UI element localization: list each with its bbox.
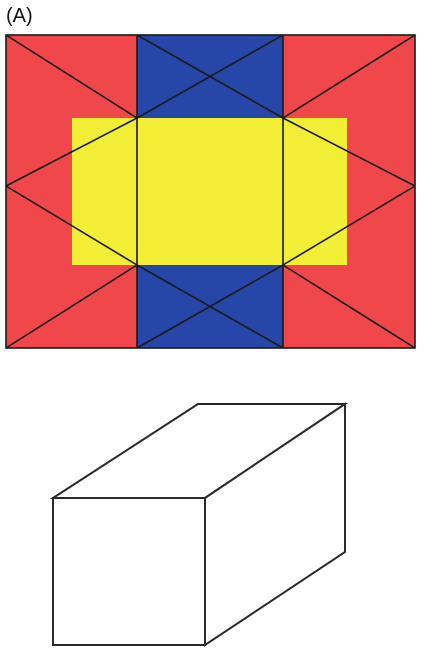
bottom-cross-line-2 (136, 264, 284, 349)
right-diag-4 (282, 264, 416, 349)
top-cross-line-2 (136, 34, 284, 119)
right-diag-3 (282, 185, 416, 266)
box-3d-drawing (49, 402, 349, 647)
left-diag-2 (5, 117, 138, 187)
box-net-pattern (5, 34, 416, 349)
left-diag-3 (5, 185, 138, 266)
right-diag-1 (282, 34, 416, 119)
outer-outline (5, 34, 416, 349)
panel-label: (A) (6, 5, 33, 27)
box-front-face (52, 497, 206, 646)
pattern-lines (5, 34, 416, 349)
left-diag-4 (5, 264, 138, 349)
left-diag-1 (5, 34, 138, 119)
center-rectangle (72, 118, 347, 265)
right-diag-2 (282, 117, 416, 187)
